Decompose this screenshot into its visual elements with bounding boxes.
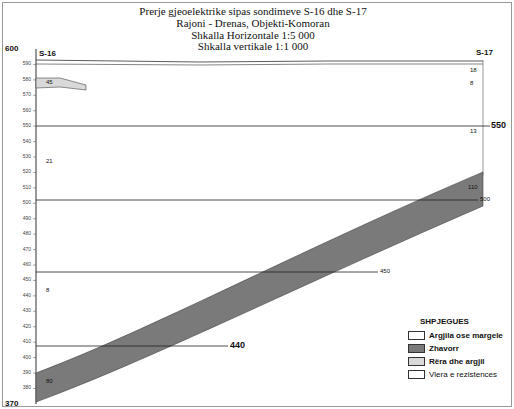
tick [33, 326, 36, 327]
resistivity-value: 8 [470, 80, 473, 86]
tick [33, 203, 36, 204]
legend-title: SHPJEGUES [420, 318, 469, 326]
tick [33, 357, 36, 358]
ground-surface [36, 64, 483, 65]
axis-ticks [33, 64, 36, 388]
level-line [36, 272, 378, 273]
axis-number: 520 [23, 169, 31, 174]
sounding-line [483, 60, 484, 175]
elevation: 500 [480, 196, 490, 202]
tick [33, 126, 36, 127]
level-line [36, 200, 478, 201]
axis-number: 580 [23, 77, 31, 82]
tick [33, 95, 36, 96]
tick [33, 79, 36, 80]
resistivity-value: 8 [46, 287, 49, 293]
tick [33, 172, 36, 173]
gravel-layer [36, 172, 483, 402]
tick [33, 110, 36, 111]
elevation: 440 [230, 341, 245, 350]
ground-surface [36, 60, 483, 62]
frame [3, 3, 512, 407]
tick [33, 311, 36, 312]
title: Prerje gjeoelektrike sipas sondimeve S-1… [139, 6, 366, 17]
sounding-name: S-17 [476, 49, 493, 57]
resistivity-value: 13 [470, 128, 477, 134]
subtitle: Rajoni - Drenas, Objekti-Komoran [176, 18, 329, 29]
resistivity-value: 110 [468, 184, 478, 190]
axis-number: 550 [23, 123, 31, 128]
resistivity-value: 45 [46, 79, 53, 85]
legend-swatch [408, 370, 425, 379]
sand-lens [36, 78, 86, 90]
tick [33, 342, 36, 343]
axis-number: 570 [23, 92, 31, 97]
legend-swatch [408, 331, 425, 340]
axis-number: 420 [23, 324, 31, 329]
axis-number: 460 [23, 262, 31, 267]
axis-number: 510 [23, 185, 31, 190]
tick [33, 249, 36, 250]
legend-text: Argjila ose margele [429, 332, 503, 340]
legend-swatch [408, 344, 425, 353]
scale-note: Shkalla Horizontale 1:5 000 [191, 30, 315, 41]
level-line [36, 126, 490, 127]
tick [33, 373, 36, 374]
axis [36, 49, 37, 404]
axis-number: 380 [23, 385, 31, 390]
axis-number: 560 [23, 108, 31, 113]
resistivity-value: 18 [470, 67, 477, 73]
elevation: 370 [5, 400, 18, 408]
resistivity-value: 21 [46, 158, 53, 164]
tick [33, 265, 36, 266]
axis-number: 390 [23, 370, 31, 375]
resistivity-value: 80 [46, 378, 53, 384]
level-line [36, 346, 228, 347]
scale-note: Shkalla vertikale 1:1 000 [198, 41, 308, 52]
tick [33, 64, 36, 65]
axis-number: 490 [23, 216, 31, 221]
axis-number: 540 [23, 139, 31, 144]
tick [33, 234, 36, 235]
tick [33, 141, 36, 142]
elevation: 600 [5, 45, 18, 53]
tick [33, 295, 36, 296]
axis-number: 450 [23, 277, 31, 282]
axis-number: 590 [23, 61, 31, 66]
axis-number: 410 [23, 339, 31, 344]
tick [33, 157, 36, 158]
legend-text: Zhavorr [429, 345, 459, 353]
legend-swatch [408, 357, 425, 366]
axis-number: 430 [23, 308, 31, 313]
legend-text: Vlera e rezistences [429, 371, 497, 379]
axis-number: 400 [23, 355, 31, 360]
tick [33, 218, 36, 219]
elevation: 450 [380, 268, 390, 274]
tick [33, 280, 36, 281]
axis-number: 500 [23, 200, 31, 205]
axis-number: 440 [23, 293, 31, 298]
axis-number: 470 [23, 247, 31, 252]
axis-number: 480 [23, 231, 31, 236]
sounding-name: S-16 [39, 50, 56, 58]
elevation: 550 [491, 121, 506, 130]
tick [33, 388, 36, 389]
axis-number: 530 [23, 154, 31, 159]
tick [33, 187, 36, 188]
legend-text: Rëra dhe argjil [429, 358, 485, 366]
